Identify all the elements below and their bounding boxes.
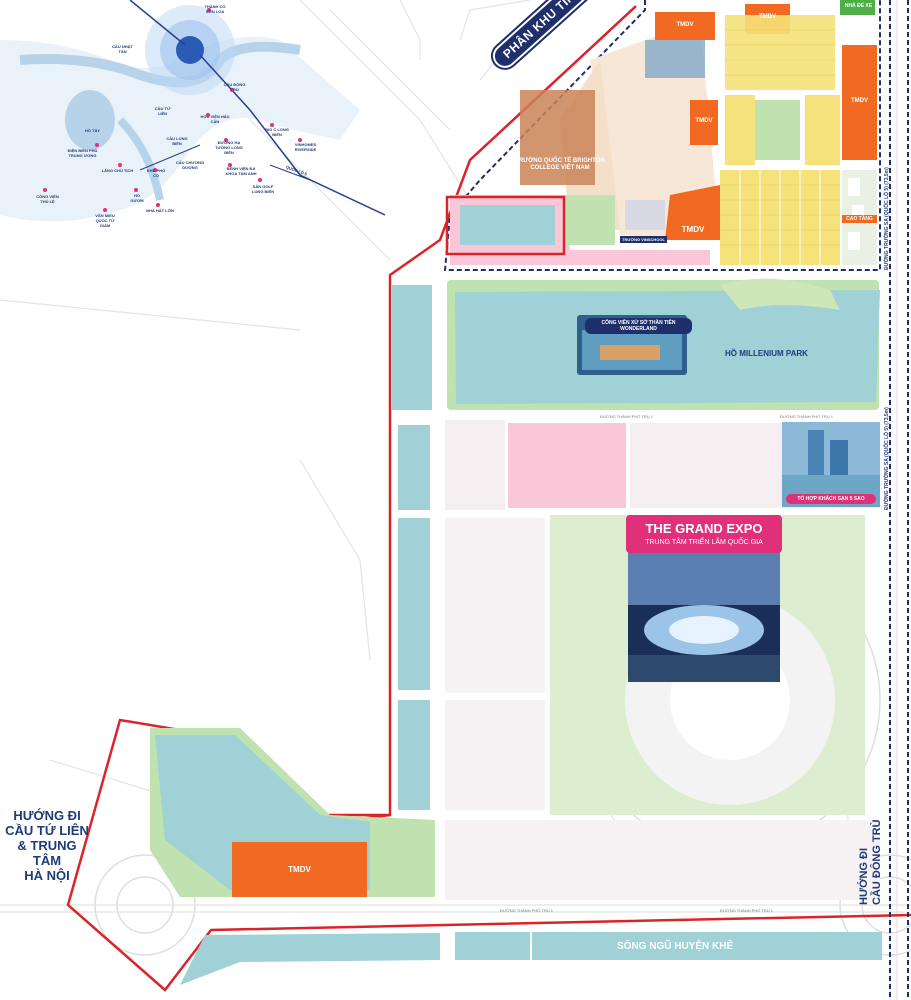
road-label-4: ĐƯỜNG THÀNH PHỐ TRỤ 1 — [780, 414, 833, 419]
tmdv-zone-5: TMDV — [676, 22, 694, 28]
inset-label-17: CÔNG VIÊN THỦ LỆ — [36, 194, 59, 204]
tmdv-zone-4: TMDV — [759, 14, 776, 20]
highway-label-top: ĐƯỜNG TRƯỜNG SA (QUỐC LỘ 5) (73,5m) — [884, 167, 890, 270]
highway-label-bottom: ĐƯỜNG TRƯỜNG SA (QUỐC LỘ 5) (73,5m) — [884, 407, 890, 510]
lake-label: HỒ MILLENIUM PARK — [725, 349, 808, 358]
inset-label-4: HỒ TÂY — [84, 128, 101, 133]
road-label-1: ĐƯỜNG THÀNH PHỐ TRỤ 1 — [500, 908, 553, 913]
highlight-box — [445, 195, 566, 256]
hotel-image — [782, 422, 880, 507]
wonderland-label: CÔNG VIÊN XỨ SỞ THẦN TIÊN WONDERLAND — [585, 318, 692, 334]
inset-label-9: ĐƯỜNG HẠ TƯỜNG LONG BIÊN — [215, 140, 243, 155]
inset-label-11: ĐIỆN BIÊN PHỦ TRUNG ƯƠNG — [67, 148, 98, 158]
direction-right-line-2: CẦU ĐÔNG TRÙ — [871, 819, 883, 905]
inset-label-20: NHÀ HÁT LỚN — [146, 208, 174, 213]
expo-title: THE GRAND EXPO — [645, 521, 763, 536]
expo-subtitle: TRUNG TÂM TRIỂN LÃM QUỐC GIA — [645, 539, 763, 546]
parking-label: NHÀ ĐỂ XE — [844, 3, 873, 9]
tmdv-zone-1: TMDV — [681, 225, 705, 234]
direction-left-line-3: & TRUNG TÂM — [17, 838, 77, 868]
vinschool-label: TRƯỜNG VINSCHOOL — [620, 236, 667, 243]
inset-label-8: BIG C LONG BIÊN — [265, 127, 289, 137]
inset-location-map — [0, 0, 386, 222]
bottom-left-zone — [150, 728, 435, 897]
inset-label-5: CẦU TỨ LIÊN — [154, 106, 171, 116]
direction-left-line-1: HƯỚNG ĐI — [13, 808, 81, 823]
inset-label-19: HỒ GƯƠM — [130, 193, 144, 203]
school-label: TRƯỜNG QUỐC TẾ BRIGHTON COLLEGE VIỆT NAM — [515, 158, 605, 171]
road-label-3: ĐƯỜNG THÀNH PHỐ TRỤ 1 — [600, 414, 653, 419]
direction-right: HƯỚNG ĐI CẦU ĐÔNG TRÙ — [858, 819, 884, 905]
inset-label-10: VINHOMES RIVERSIDE — [294, 142, 317, 152]
tinh-hoa-zone — [450, 0, 877, 265]
inset-label-3: CẦU ĐÔNG TRÙ — [223, 82, 246, 92]
direction-left: HƯỚNG ĐI CẦU TỨ LIÊN & TRUNG TÂM HÀ NỘI — [2, 808, 92, 883]
river-strips — [180, 932, 882, 985]
zone-boundary — [443, 0, 881, 271]
inset-label-12: LĂNG CHỦ TỊCH — [101, 168, 134, 173]
inset-label-16: SÂN GOLF LONG BIÊN — [251, 184, 275, 194]
highrise-label: CAO TẦNG — [842, 215, 877, 223]
inset-label-1: THÀNH CỔ SƠN LOA — [204, 4, 226, 14]
inset-label-7: CẦU LONG BIÊN — [166, 136, 188, 146]
inset-label-15: BỆNH VIỆN ĐA KHOA TÂM ANH — [225, 166, 257, 176]
tmdv-zone-3: TMDV — [851, 98, 868, 104]
inset-label-2: CẦU NHẬT TÂN — [112, 44, 133, 54]
inset-label-6: HỌC VIỆN HẬU CẦN — [200, 114, 230, 124]
direction-left-line-2: CẦU TỨ LIÊN — [5, 823, 89, 838]
expo-image — [628, 545, 780, 682]
direction-right-line-1: HƯỚNG ĐI — [858, 847, 870, 905]
inset-label-13: KHU PHỐ CỔ — [146, 168, 166, 178]
tmdv-zone-2: TMDV — [695, 118, 713, 124]
inset-label-18: VĂN MIẾU QUỐC TỬ GIÁM — [95, 213, 115, 228]
expo-card: THE GRAND EXPO TRUNG TÂM TRIỂN LÃM QUỐC … — [626, 515, 782, 553]
direction-left-line-4: HÀ NỘI — [24, 868, 70, 883]
road-label-2: ĐƯỜNG THÀNH PHỐ TRỤ 1 — [720, 908, 773, 913]
hotel-label: TỔ HỢP KHÁCH SẠN 5 SAO — [786, 494, 876, 504]
inset-label-14: CẦU CHƯƠNG DƯƠNG — [175, 160, 205, 170]
tmdv-bottom: TMDV — [288, 865, 311, 874]
river-label: SÔNG NGŨ HUYỆN KHÊ — [617, 941, 734, 952]
canal-strips — [392, 285, 432, 810]
